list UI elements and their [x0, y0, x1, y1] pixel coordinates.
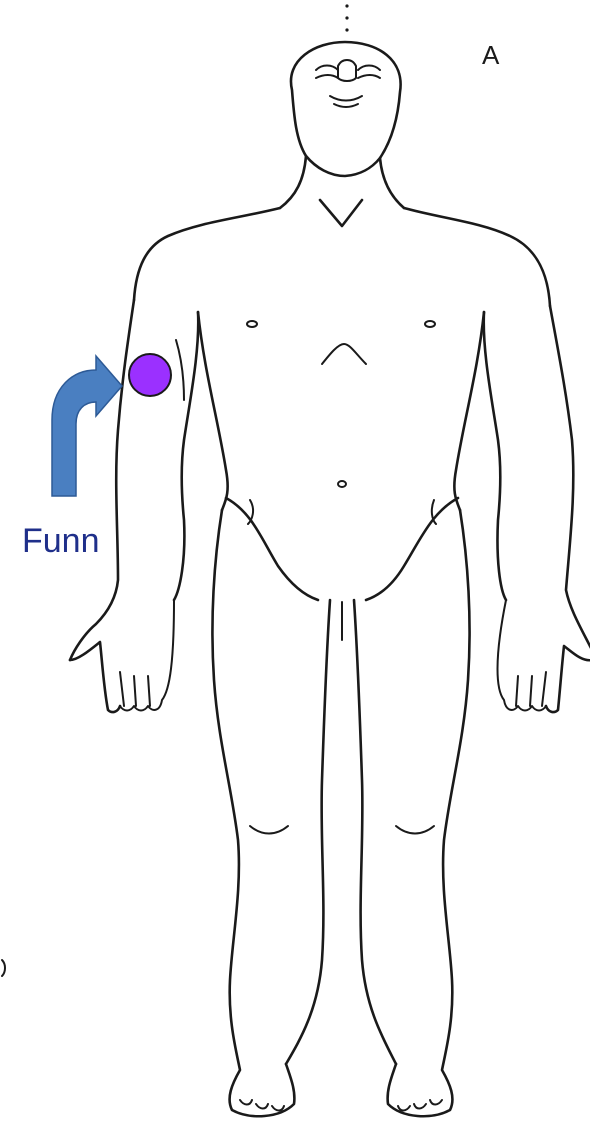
- finding-label: Funn: [22, 522, 100, 561]
- plate-label: A: [482, 40, 499, 71]
- legs-outline: [212, 510, 469, 1116]
- finding-arrow: [52, 356, 122, 496]
- neck-outline: [280, 156, 404, 208]
- finding-marker: [129, 354, 171, 396]
- torso-outline: [134, 208, 550, 600]
- head-outline: [291, 42, 401, 176]
- midline-dots: [345, 4, 348, 31]
- stray-mark: [2, 960, 5, 976]
- left-arm-outline: [484, 306, 590, 712]
- collarbone-notch: [320, 200, 362, 226]
